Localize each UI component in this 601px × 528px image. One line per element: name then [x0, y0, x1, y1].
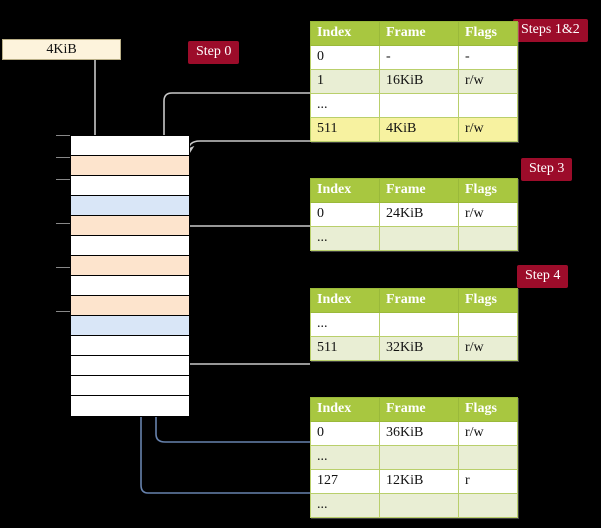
source-frame-label: 4KiB: [46, 42, 77, 57]
memory-frame-row: [70, 195, 190, 217]
table-cell-frame: [379, 312, 459, 337]
table-cell-index: ...: [310, 493, 380, 518]
table-cell-frame: 16KiB: [379, 69, 459, 94]
table-cell-index: 511: [310, 117, 380, 142]
frame-tick: [56, 311, 70, 312]
memory-frame-row: [70, 295, 190, 317]
memory-frame-row: [70, 255, 190, 277]
table-cell-index: ...: [310, 226, 380, 251]
memory-frame-row: [70, 375, 190, 397]
column-header-flags: Flags: [458, 397, 518, 422]
table-cell-flags: [458, 493, 518, 518]
table-cell-flags: r: [458, 469, 518, 494]
column-header-index: Index: [310, 397, 380, 422]
column-header-frame: Frame: [379, 178, 459, 203]
table-cell-flags: [458, 445, 518, 470]
column-header-index: Index: [310, 21, 380, 46]
table-cell-flags: r/w: [458, 336, 518, 361]
column-header-flags: Flags: [458, 178, 518, 203]
table-cell-index: ...: [310, 312, 380, 337]
table-cell-flags: r/w: [458, 421, 518, 446]
table-row: 0--: [310, 45, 518, 70]
table-cell-flags: r/w: [458, 202, 518, 227]
table-row: ...: [310, 493, 518, 518]
memory-frame-row: [70, 355, 190, 377]
table-cell-index: 0: [310, 421, 380, 446]
table-cell-index: 127: [310, 469, 380, 494]
memory-frame-row: [70, 235, 190, 257]
table-cell-index: 0: [310, 202, 380, 227]
memory-frame-row: [70, 155, 190, 177]
table-cell-flags: [458, 93, 518, 118]
frame-tick: [56, 135, 70, 136]
table-cell-flags: [458, 226, 518, 251]
table-cell-frame: 36KiB: [379, 421, 459, 446]
memory-frame-row: [70, 175, 190, 197]
table-cell-frame: 12KiB: [379, 469, 459, 494]
column-header-flags: Flags: [458, 288, 518, 313]
frame-tick: [56, 267, 70, 268]
frame-tick: [56, 157, 70, 158]
table-cell-frame: 4KiB: [379, 117, 459, 142]
table-cell-flags: r/w: [458, 69, 518, 94]
physical-memory-column: [70, 135, 190, 417]
table-cell-frame: 24KiB: [379, 202, 459, 227]
table-cell-frame: [379, 445, 459, 470]
column-header-index: Index: [310, 288, 380, 313]
column-header-frame: Frame: [379, 288, 459, 313]
column-header-index: Index: [310, 178, 380, 203]
table-cell-index: 1: [310, 69, 380, 94]
column-header-flags: Flags: [458, 21, 518, 46]
memory-frame-row: [70, 215, 190, 237]
table-cell-frame: -: [379, 45, 459, 70]
table-cell-index: ...: [310, 93, 380, 118]
memory-frame-row: [70, 135, 190, 157]
table-cell-frame: 32KiB: [379, 336, 459, 361]
memory-frame-row: [70, 275, 190, 297]
table-cell-frame: [379, 226, 459, 251]
badge-step-4: Step 4: [517, 265, 569, 288]
memory-frame-row: [70, 335, 190, 357]
column-header-frame: Frame: [379, 397, 459, 422]
table-cell-frame: [379, 93, 459, 118]
table-cell-flags: -: [458, 45, 518, 70]
source-frame-box: 4KiB: [2, 39, 121, 60]
table-row: ...: [310, 445, 518, 470]
table-row: ...: [310, 93, 518, 118]
memory-frame-row: [70, 395, 190, 417]
table-cell-flags: [458, 312, 518, 337]
frame-tick: [56, 179, 70, 180]
table-cell-flags: r/w: [458, 117, 518, 142]
table-cell-index: 0: [310, 45, 380, 70]
table-cell-index: ...: [310, 445, 380, 470]
badge-step-3: Step 3: [521, 158, 573, 181]
frame-tick: [56, 223, 70, 224]
column-header-frame: Frame: [379, 21, 459, 46]
table-row: ...: [310, 312, 518, 337]
badge-step-0: Step 0: [188, 41, 240, 64]
table-cell-frame: [379, 493, 459, 518]
table-cell-index: 511: [310, 336, 380, 361]
badge-steps-1-2: Steps 1&2: [513, 19, 588, 42]
table-row: ...: [310, 226, 518, 251]
memory-frame-row: [70, 315, 190, 337]
